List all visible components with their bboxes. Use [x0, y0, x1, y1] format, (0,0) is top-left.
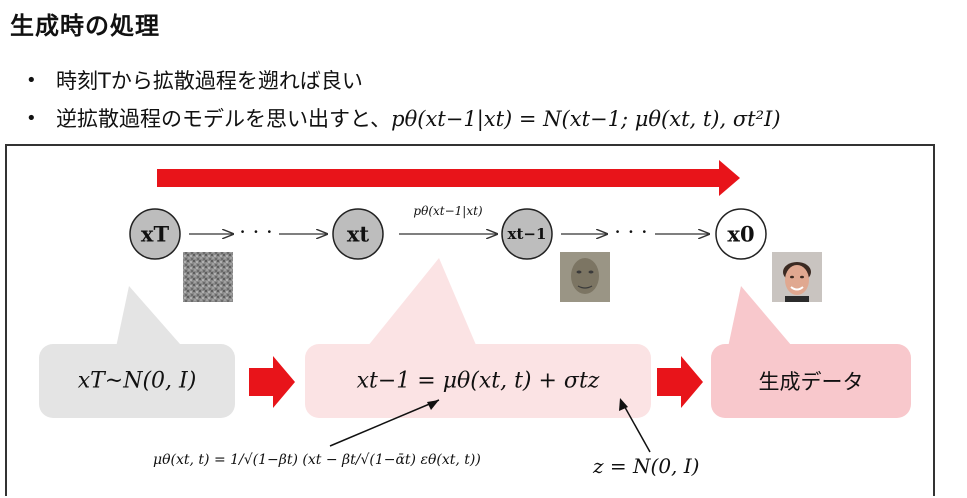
mu-formula: μθ(xt, t) = 1/√(1−βt) (xt − βt/√(1−ᾱt) ε…	[153, 452, 481, 468]
callout-output	[727, 286, 797, 352]
prior-box	[39, 344, 235, 418]
label-xt1: xt−1	[507, 225, 547, 243]
noise-image	[183, 252, 233, 302]
callout-step	[363, 258, 479, 352]
label-xT: xT	[140, 221, 170, 247]
bullet-item: 時刻Tから拡散過程を遡れば良い	[26, 66, 781, 104]
diagram-svg	[39, 160, 911, 453]
reverse-model-formula: pθ(xt−1|xt) = N(xt−1; μθ(xt, t), σt²I)	[391, 107, 781, 131]
z-pointer	[619, 398, 651, 453]
node-xt	[332, 208, 384, 260]
step-box	[305, 344, 651, 418]
bullet-text: 時刻Tから拡散過程を遡れば良い	[56, 69, 363, 93]
diagram-panel: xT xt xt−1 x0 · · · · · · pθ(xt−1|xt) xT…	[5, 144, 935, 496]
face-image	[772, 252, 822, 302]
z-formula: z = N(0, I)	[593, 454, 700, 478]
callout-prior	[115, 286, 187, 352]
label-xt: xt	[346, 221, 370, 247]
block-arrow	[657, 356, 703, 408]
chain-dots: · · ·	[239, 220, 273, 244]
prior-text: xT~N(0, I)	[77, 368, 197, 394]
node-xt1	[501, 208, 553, 260]
transition-label: pθ(xt−1|xt)	[413, 204, 483, 218]
bullet-item: 逆拡散過程のモデルを思い出すと、pθ(xt−1|xt) = N(xt−1; μθ…	[26, 104, 781, 142]
output-box	[711, 344, 911, 418]
step-text: xt−1 = μθ(xt, t) + σtz	[356, 368, 600, 394]
big-time-arrow	[157, 160, 740, 196]
noisy-face-image	[560, 252, 610, 302]
label-x0: x0	[727, 221, 755, 247]
node-x0	[715, 208, 767, 260]
bullet-list: 時刻Tから拡散過程を遡れば良い 逆拡散過程のモデルを思い出すと、pθ(xt−1|…	[26, 66, 781, 142]
block-arrow	[249, 356, 295, 408]
chain-dots: · · ·	[614, 220, 648, 244]
bullet-text: 逆拡散過程のモデルを思い出すと、	[56, 107, 392, 131]
mu-pointer	[329, 399, 440, 447]
page-title: 生成時の処理	[10, 12, 160, 40]
node-xT	[129, 208, 181, 260]
output-text: 生成データ	[758, 370, 864, 394]
